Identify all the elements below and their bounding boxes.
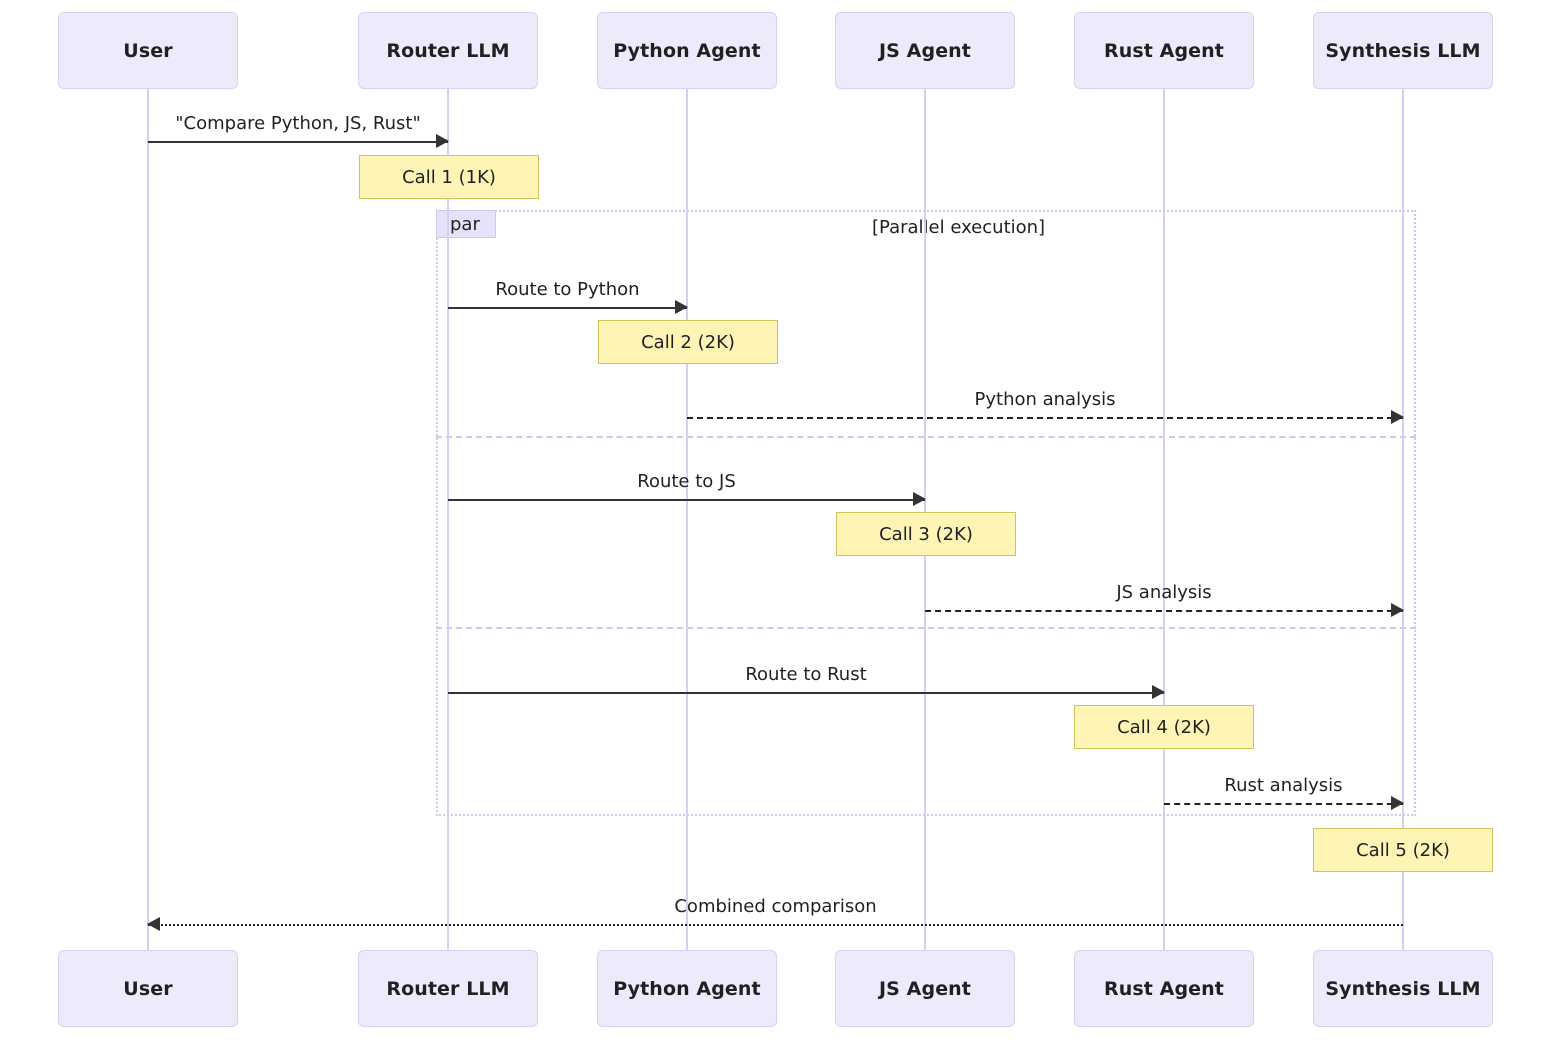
- participant-label: JS Agent: [879, 977, 971, 1000]
- participant-user-bottom[interactable]: User: [58, 950, 238, 1027]
- message-line: [1164, 803, 1403, 805]
- participant-label: Python Agent: [613, 977, 761, 1000]
- message-m4: Route to JS: [448, 471, 926, 506]
- message-label: Route to Rust: [745, 664, 867, 685]
- message-m1: "Compare Python, JS, Rust": [148, 113, 449, 148]
- participant-label: Router LLM: [386, 977, 510, 1000]
- participant-label: User: [123, 977, 173, 1000]
- call-note-label: Call 4 (2K): [1117, 716, 1211, 738]
- message-line: [148, 141, 448, 143]
- message-m5: JS analysis: [925, 582, 1404, 617]
- arrowhead-icon: [1152, 685, 1165, 699]
- participant-label: Rust Agent: [1104, 977, 1224, 1000]
- participant-rust-bottom[interactable]: Rust Agent: [1074, 950, 1254, 1027]
- par-fragment-tab: par: [436, 210, 496, 238]
- participant-label: JS Agent: [879, 39, 971, 62]
- message-line: [148, 924, 1403, 926]
- message-line: [448, 307, 687, 309]
- arrowhead-icon: [436, 134, 449, 148]
- message-line: [925, 610, 1403, 612]
- message-label: Route to JS: [637, 471, 736, 492]
- arrowhead-icon: [913, 492, 926, 506]
- message-m8: Combined comparison: [147, 896, 1403, 931]
- arrowhead-icon: [1391, 796, 1404, 810]
- message-line: [448, 692, 1164, 694]
- message-line: [687, 417, 1403, 419]
- participant-label: Synthesis LLM: [1325, 977, 1481, 1000]
- call-note-n5[interactable]: Call 5 (2K): [1313, 828, 1493, 872]
- call-note-n4[interactable]: Call 4 (2K): [1074, 705, 1254, 749]
- participant-label: User: [123, 39, 173, 62]
- call-note-label: Call 1 (1K): [402, 166, 496, 188]
- arrowhead-icon: [1391, 410, 1404, 424]
- lifeline-synthesis: [1402, 89, 1404, 950]
- message-label: Rust analysis: [1224, 775, 1343, 796]
- participant-synthesis-bottom[interactable]: Synthesis LLM: [1313, 950, 1493, 1027]
- call-note-n3[interactable]: Call 3 (2K): [836, 512, 1016, 556]
- call-note-label: Call 3 (2K): [879, 523, 973, 545]
- participant-synthesis-top[interactable]: Synthesis LLM: [1313, 12, 1493, 89]
- lifeline-router: [447, 89, 449, 950]
- message-label: Python analysis: [974, 389, 1116, 410]
- participant-label: Rust Agent: [1104, 39, 1224, 62]
- participant-python-bottom[interactable]: Python Agent: [597, 950, 777, 1027]
- participant-router-bottom[interactable]: Router LLM: [358, 950, 538, 1027]
- participant-label: Python Agent: [613, 39, 761, 62]
- participant-label: Router LLM: [386, 39, 510, 62]
- participant-rust-top[interactable]: Rust Agent: [1074, 12, 1254, 89]
- participant-js-top[interactable]: JS Agent: [835, 12, 1015, 89]
- call-note-n1[interactable]: Call 1 (1K): [359, 155, 539, 199]
- participant-router-top[interactable]: Router LLM: [358, 12, 538, 89]
- lifeline-rust: [1163, 89, 1165, 950]
- par-fragment-title: [Parallel execution]: [872, 217, 1046, 238]
- message-m3: Python analysis: [687, 389, 1404, 424]
- call-note-n2[interactable]: Call 2 (2K): [598, 320, 778, 364]
- par-fragment-keyword: par: [450, 213, 480, 235]
- participant-python-top[interactable]: Python Agent: [597, 12, 777, 89]
- participant-label: Synthesis LLM: [1325, 39, 1481, 62]
- participant-user-top[interactable]: User: [58, 12, 238, 89]
- participant-js-bottom[interactable]: JS Agent: [835, 950, 1015, 1027]
- arrowhead-icon: [147, 917, 160, 931]
- call-note-label: Call 2 (2K): [641, 331, 735, 353]
- par-fragment-divider-1: [436, 436, 1416, 438]
- lifeline-python: [686, 89, 688, 950]
- arrowhead-icon: [675, 300, 688, 314]
- par-fragment-divider-2: [436, 627, 1416, 629]
- message-label: "Compare Python, JS, Rust": [175, 113, 421, 134]
- par-fragment: [436, 210, 1416, 816]
- lifeline-user: [147, 89, 149, 950]
- message-m2: Route to Python: [448, 279, 688, 314]
- message-line: [448, 499, 925, 501]
- message-m7: Rust analysis: [1164, 775, 1404, 810]
- arrowhead-icon: [1391, 603, 1404, 617]
- message-m6: Route to Rust: [448, 664, 1165, 699]
- message-label: JS analysis: [1116, 582, 1212, 603]
- message-label: Combined comparison: [674, 896, 877, 917]
- message-label: Route to Python: [495, 279, 640, 300]
- call-note-label: Call 5 (2K): [1356, 839, 1450, 861]
